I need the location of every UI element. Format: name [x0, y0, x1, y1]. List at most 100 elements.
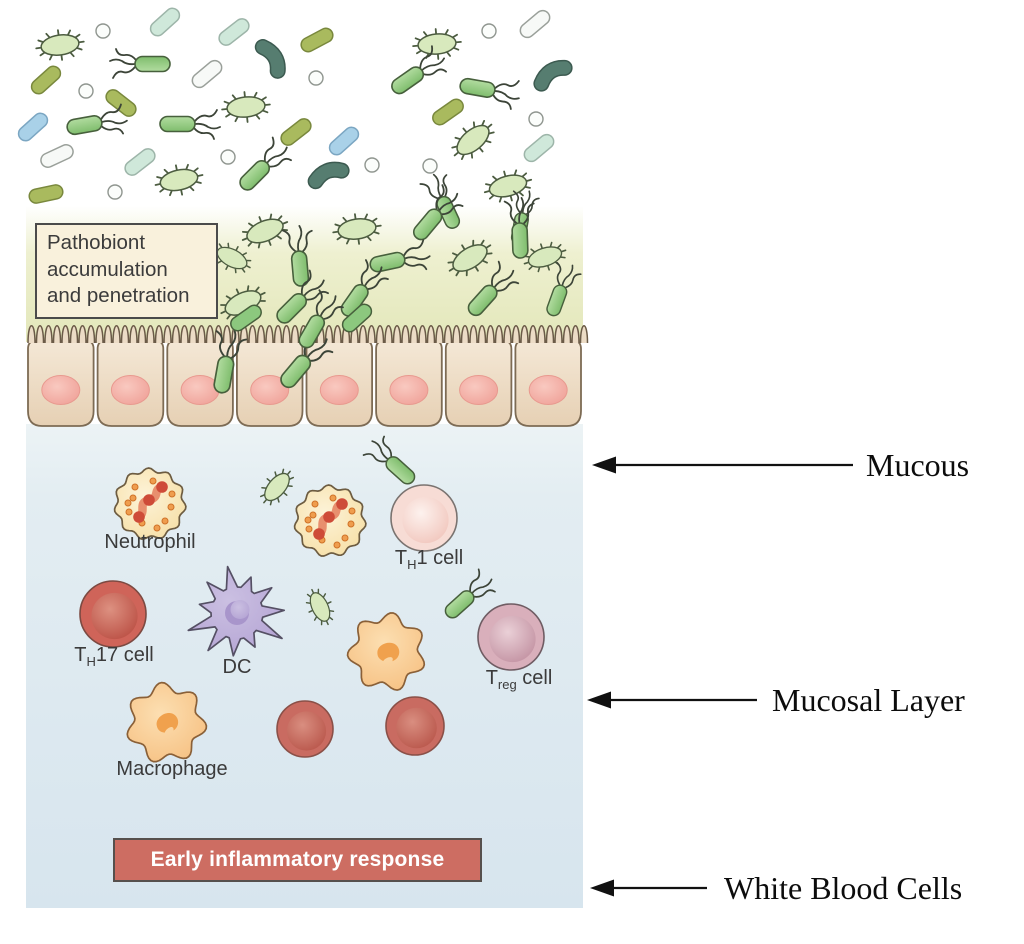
- bacterium-cil: [332, 213, 382, 245]
- bacterium-rod: [218, 18, 250, 46]
- mucosal-bacteria: [259, 435, 496, 626]
- bacterium-rodf: [239, 136, 292, 191]
- th17-cell-label: TH17 cell: [74, 644, 153, 669]
- bacterium-coc: [220, 149, 236, 165]
- treg-sub: reg: [497, 677, 517, 692]
- bacterium-cil: [412, 28, 462, 60]
- bacterium-rodf: [546, 261, 582, 317]
- bacterium-rod: [17, 112, 49, 142]
- bacterium-rodf: [467, 260, 520, 317]
- bacterium-rodc: [307, 161, 350, 190]
- bacterium-cil: [305, 588, 335, 626]
- th1-cell-label: TH1 cell: [395, 547, 463, 572]
- th1-sub: H: [407, 557, 417, 572]
- bacterium-rod: [432, 98, 464, 126]
- layer-arrows: [587, 456, 853, 897]
- bacterium-coc: [422, 158, 438, 174]
- white-blood-cells-arrow: [590, 879, 707, 897]
- mac-cell: [126, 681, 208, 763]
- immune-cells: [79, 467, 545, 763]
- macrophage-label: Macrophage: [116, 758, 228, 780]
- bacterium-rod: [280, 118, 312, 146]
- bacterium-coc: [528, 111, 544, 127]
- dc-cell-label: DC: [222, 656, 252, 678]
- bacterium-rod: [105, 89, 137, 117]
- th17-sub: H: [86, 654, 96, 669]
- accumulating-bacteria: [212, 184, 582, 324]
- treg-cell-label: Treg cell: [486, 667, 553, 692]
- dc-cell: [187, 565, 286, 657]
- neutrophil-cell: [293, 484, 367, 557]
- bacterium-coc: [78, 83, 94, 99]
- neutrophil-cell: [113, 467, 187, 540]
- bacterium-coc: [481, 23, 497, 39]
- mucosal-layer-arrow: [587, 691, 757, 709]
- mucosal-layer-label: Mucosal Layer: [772, 682, 965, 718]
- treg-pre: T: [485, 667, 498, 689]
- mac-cell: [346, 612, 426, 691]
- bacterium-rodf: [362, 435, 416, 485]
- bacterium-rodf: [159, 109, 221, 140]
- bacterium-rodf: [276, 269, 329, 324]
- bacterium-rodf: [444, 568, 496, 619]
- bacterium-rodf: [369, 239, 431, 273]
- bacterium-rod: [28, 184, 64, 204]
- white-blood-cells-label: White Blood Cells: [724, 870, 963, 906]
- bacterium-rodf: [298, 289, 344, 349]
- penetrating-bacteria: [213, 289, 373, 394]
- epithelium: [27, 325, 589, 427]
- bacterium-rod: [523, 133, 555, 163]
- red-cell: [276, 700, 334, 758]
- bacterium-rod: [30, 65, 62, 95]
- bacterium-coc: [107, 184, 123, 200]
- neutrophil-label: Neutrophil: [104, 531, 196, 553]
- bacterium-cil: [523, 241, 567, 273]
- bacterium-rodc: [254, 39, 286, 79]
- early-inflammatory-response-banner: Early inflammatory response: [113, 838, 482, 882]
- bacterium-rod: [149, 7, 181, 37]
- bacterium-cil: [241, 213, 289, 249]
- bacterium-rodf: [109, 48, 171, 79]
- treg-cell: [477, 603, 545, 671]
- bacterium-rodf: [391, 45, 447, 95]
- bacterium-rod: [230, 304, 262, 332]
- bacterium-cil: [259, 468, 295, 506]
- th17-cell: [79, 580, 147, 648]
- bacterium-rodf: [66, 103, 128, 136]
- bacterium-rodf: [459, 77, 520, 110]
- bacterium-rodf: [281, 224, 313, 287]
- th17-post: 17 cell: [95, 644, 154, 666]
- lumen-bacteria: [17, 7, 573, 245]
- treg-post: cell: [516, 667, 553, 689]
- bacterium-rod: [40, 144, 74, 168]
- bacterium-rod: [191, 59, 223, 89]
- pathobiont-label-text: Pathobiont accumulation and penetration: [47, 231, 190, 307]
- bacterium-rodf: [340, 259, 389, 317]
- bacterium-rod: [328, 126, 360, 156]
- bacterium-rodf: [503, 197, 535, 259]
- bacterium-cil: [447, 239, 493, 277]
- red-cell: [385, 696, 445, 756]
- bacterium-rod: [341, 303, 373, 333]
- pathobiont-label-box: Pathobiont accumulation and penetration: [35, 223, 218, 319]
- bacterium-rod: [124, 148, 156, 176]
- bacterium-cil: [154, 163, 204, 197]
- bacterium-coc: [308, 70, 324, 86]
- bacterium-rodf: [412, 184, 464, 241]
- th1-post: 1 cell: [416, 547, 464, 569]
- bacterium-rodf: [213, 330, 248, 394]
- bacterium-cil: [221, 91, 271, 123]
- bacterium-cil: [451, 119, 495, 161]
- th1-cell: [390, 484, 458, 552]
- mucous-label: Mucous: [866, 447, 970, 483]
- bacterium-coc: [364, 157, 380, 173]
- th17-pre: T: [74, 644, 87, 666]
- bacterium-rod: [519, 9, 551, 39]
- bacterium-cil: [35, 29, 85, 61]
- bacterium-coc: [95, 23, 111, 39]
- bacterium-cil: [483, 169, 533, 203]
- th1-pre: T: [394, 547, 408, 569]
- bacterium-rod: [300, 27, 334, 53]
